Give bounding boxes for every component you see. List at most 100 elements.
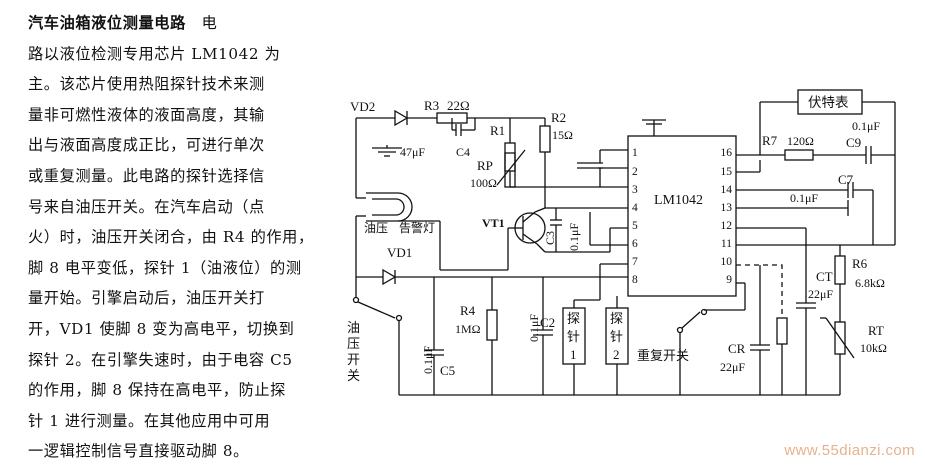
repeat-switch bbox=[676, 326, 684, 334]
chip-pins-right: 16 15 14 13 12 11 10 9 bbox=[721, 147, 733, 286]
r2-value: 15Ω bbox=[552, 128, 573, 142]
article-line: 开，VD1 使脚 8 变为高电平，切换到 bbox=[28, 319, 295, 338]
oil-switch bbox=[352, 296, 360, 304]
rp-value: 100Ω bbox=[470, 176, 497, 190]
repeat-switch-label: 重复开关 bbox=[637, 348, 689, 363]
article-line: 的作用，脚 8 保持在高电平，防止探 bbox=[28, 381, 286, 400]
cr-label: CR bbox=[728, 341, 746, 356]
c9-label: C9 bbox=[846, 135, 861, 150]
pin-13: 13 bbox=[721, 202, 733, 214]
probe-2-label: 探 针 2 bbox=[610, 311, 623, 362]
article-line-1: 汽车油箱液位测量电路 电 bbox=[28, 8, 333, 39]
r2-resistor bbox=[539, 125, 551, 153]
pin-14: 14 bbox=[721, 184, 733, 196]
article-line: 路以液位检测专用芯片 LM1042 为 bbox=[28, 44, 281, 63]
svg-text:2: 2 bbox=[613, 347, 620, 362]
svg-text:1: 1 bbox=[570, 347, 577, 362]
pin-11: 11 bbox=[721, 238, 732, 250]
r2-label: R2 bbox=[551, 110, 566, 125]
cr-value: 22μF bbox=[720, 360, 745, 374]
c3-value: 0.1μF bbox=[567, 223, 581, 251]
c5-value: 0.1μF bbox=[421, 346, 435, 374]
r1-resistor bbox=[504, 142, 516, 172]
pin-6: 6 bbox=[632, 238, 638, 250]
c9-value: 0.1μF bbox=[852, 119, 880, 133]
svg-text:针: 针 bbox=[567, 329, 580, 344]
article-line: 量开始。引擎启动后，油压开关打 bbox=[28, 289, 265, 308]
r1-label: R1 bbox=[490, 123, 505, 138]
chip-ground bbox=[642, 119, 666, 136]
ct-label: CT bbox=[816, 269, 833, 284]
r4-label: R4 bbox=[460, 303, 476, 318]
c5-label: C5 bbox=[440, 363, 455, 378]
lamp-note: 告警灯 bbox=[399, 220, 435, 235]
oil-switch-label: 油 压 开 关 bbox=[347, 320, 360, 383]
c4-label: C4 bbox=[456, 145, 470, 159]
r7-label: R7 bbox=[762, 133, 778, 148]
lm1042-chip bbox=[627, 135, 737, 297]
article-line: 或重复测量。此电路的探针选择信 bbox=[28, 166, 265, 185]
voltmeter-label: 伏特表 bbox=[808, 95, 849, 110]
article-title: 汽车油箱液位测量电路 bbox=[28, 14, 186, 32]
chip-label: LM1042 bbox=[654, 193, 703, 208]
vt1-label: VT1 bbox=[482, 216, 505, 230]
article-text: 汽车油箱液位测量电路 电 路以液位检测专用芯片 LM1042 为 主。该芯片使用… bbox=[28, 8, 333, 465]
pin-3: 3 bbox=[632, 184, 638, 196]
pin-9: 9 bbox=[726, 274, 732, 286]
r6-label: R6 bbox=[852, 256, 868, 271]
r3-value: 22Ω bbox=[447, 98, 470, 113]
rt-value: 10kΩ bbox=[860, 341, 887, 355]
dashed-wire bbox=[736, 264, 783, 318]
chip-pins-left: 1 2 3 4 5 6 7 8 bbox=[632, 147, 638, 286]
pin-4: 4 bbox=[632, 202, 638, 214]
article-line: 一逻辑控制信号直接驱动脚 8。 bbox=[28, 442, 249, 461]
rt-slash bbox=[825, 317, 855, 359]
vd2-diode bbox=[394, 109, 409, 127]
pin-15: 15 bbox=[721, 166, 733, 178]
r7-value: 120Ω bbox=[787, 134, 814, 148]
c7-label: C7 bbox=[838, 172, 854, 187]
rp-arrow bbox=[496, 149, 526, 186]
pin-1: 1 bbox=[632, 147, 638, 159]
r3-label: R3 bbox=[424, 98, 439, 113]
probe-1-label: 探 针 1 bbox=[567, 311, 580, 362]
svg-text:针: 针 bbox=[610, 329, 623, 344]
vd1-label: VD1 bbox=[387, 245, 412, 260]
vd1-diode bbox=[382, 268, 397, 286]
svg-text:关: 关 bbox=[347, 368, 360, 383]
warning-lamp bbox=[366, 192, 413, 222]
c7-value: 0.1μF bbox=[790, 191, 818, 205]
article-line: 量非可燃性液体的液面高度，其输 bbox=[28, 105, 265, 124]
svg-text:油: 油 bbox=[347, 320, 360, 335]
article-line: 脚 8 电平变低，探针 1（油液位）的测 bbox=[28, 258, 302, 277]
dashed-resistor bbox=[776, 317, 788, 345]
pin-12: 12 bbox=[721, 220, 733, 232]
c4-value: 47μF bbox=[400, 145, 425, 159]
r4-resistor bbox=[486, 309, 498, 341]
pin-16: 16 bbox=[721, 147, 733, 159]
article-line: 号来自油压开关。在汽车启动（点 bbox=[28, 197, 265, 216]
c2-label: C2 bbox=[540, 315, 555, 330]
article-line: 针 1 进行测量。在其他应用中可用 bbox=[28, 411, 271, 430]
c2-value: 0.1μF bbox=[527, 314, 541, 342]
pin-2: 2 bbox=[632, 166, 638, 178]
pin-8: 8 bbox=[632, 274, 638, 286]
article-line: 主。该芯片使用热阻探针技术来测 bbox=[28, 75, 265, 94]
article-line-1-text: 电 bbox=[201, 14, 218, 32]
r6-value: 6.8kΩ bbox=[855, 276, 885, 290]
pin-10: 10 bbox=[721, 256, 733, 268]
c3-label: C3 bbox=[543, 231, 557, 245]
rt-label: RT bbox=[868, 323, 884, 338]
watermark: www.55dianzi.com bbox=[784, 442, 915, 459]
lamp-label: 油压 bbox=[364, 221, 388, 235]
circuit-diagram: LM1042 1 2 3 4 5 6 7 8 16 15 14 13 12 11… bbox=[347, 89, 896, 396]
ct-value: 22μF bbox=[808, 287, 833, 301]
svg-text:压: 压 bbox=[347, 336, 360, 351]
article-line: 出与液面高度成正比，可进行单次 bbox=[28, 136, 265, 155]
rp-label: RP bbox=[477, 158, 493, 173]
article-line: 火）时，油压开关闭合，由 R4 的作用， bbox=[28, 228, 314, 247]
svg-text:开: 开 bbox=[347, 352, 360, 367]
pin-7: 7 bbox=[632, 256, 638, 268]
vd2-label: VD2 bbox=[350, 99, 375, 114]
